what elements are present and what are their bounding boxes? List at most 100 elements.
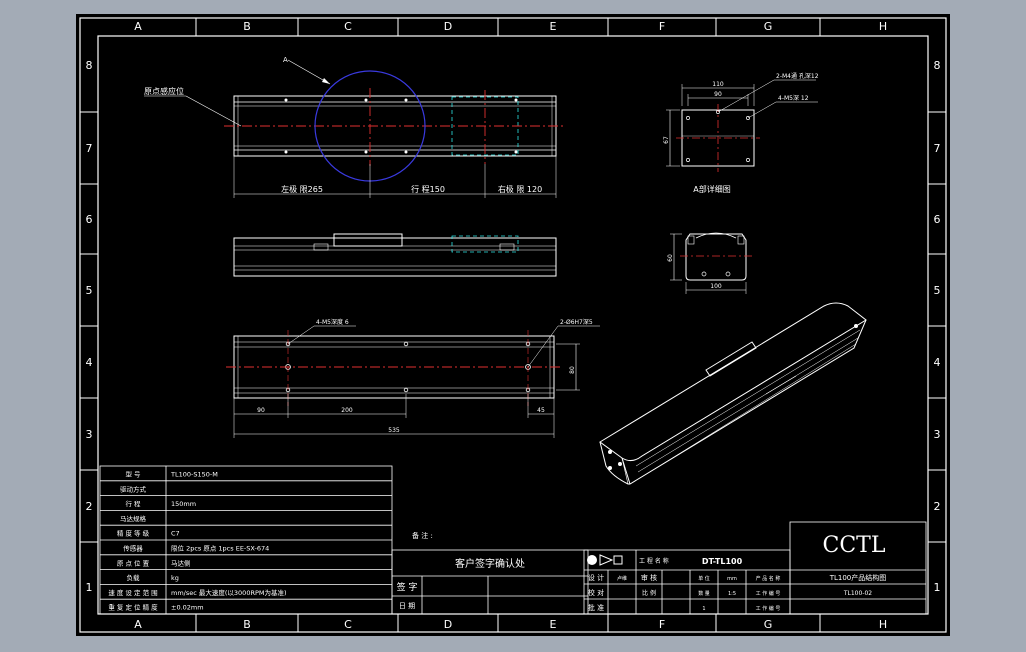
hole-note-left: 4-M5深度 6 <box>316 318 349 326</box>
grid-row-label: 5 <box>86 284 93 297</box>
grid-row-label: 7 <box>934 142 941 155</box>
hole-note-right: 2-Ø6H7深5 <box>560 318 593 326</box>
spec-row-label: 精 度 等 级 <box>117 529 150 538</box>
detail-a-view: 110 90 67 2-M4通 孔深12 4-M5深 12 A部详细图 <box>663 72 819 194</box>
isometric-view <box>599 302 867 485</box>
spec-row-label: 行 程 <box>125 499 141 508</box>
spec-row-label: 原 点 位 置 <box>117 558 150 567</box>
spec-row-value: 限位 2pcs 原点 1pcs EE-SX-674 <box>171 544 269 553</box>
outer-border <box>79 17 947 633</box>
tb-unit: mm <box>727 576 737 582</box>
grid-row-label: 3 <box>86 428 93 441</box>
detail-hole-note-2: 4-M5深 12 <box>778 94 809 102</box>
end-dim-height: 60 <box>667 254 674 262</box>
grid-row-label: 8 <box>934 59 941 72</box>
grid-row-label: 4 <box>86 356 93 369</box>
dim-bottom-pitch: 200 <box>341 407 353 414</box>
detail-dim-height: 67 <box>663 136 670 144</box>
grid-ticks <box>80 18 946 632</box>
grid-column-label: D <box>444 618 452 631</box>
origin-sensor-label: 原点感应位 <box>144 86 184 96</box>
grid-row-label: 2 <box>934 500 941 513</box>
spec-row-label: 传感器 <box>123 544 143 553</box>
spec-row-label: 驱动方式 <box>120 484 147 493</box>
grid-column-label: A <box>134 20 142 33</box>
tb-drawing-no: TL100-02 <box>843 590 872 597</box>
grid-column-label: A <box>134 618 142 631</box>
grid-column-label: H <box>879 20 887 33</box>
tb-drawn-by: 卢维 <box>617 575 627 582</box>
confirm-block <box>391 549 589 615</box>
grid-row-label: 5 <box>934 284 941 297</box>
tb-product-name: TL100产品结构图 <box>829 573 887 582</box>
tb-scale-label: 比 例 <box>642 589 656 597</box>
dim-bottom-height: 80 <box>569 366 576 374</box>
project-name: DT-TL100 <box>702 557 743 566</box>
grid-column-label: G <box>764 618 773 631</box>
title-block <box>583 521 927 615</box>
spec-row-value: mm/sec 最大速度(以3000RPM为基准) <box>171 588 287 597</box>
end-dim-width: 100 <box>710 283 722 290</box>
tb-check-label: 校 对 <box>588 588 604 597</box>
spec-row-label: 重 复 定 位 精 度 <box>108 603 158 612</box>
tb-approve-label: 批 准 <box>588 603 604 612</box>
confirm-title: 客户签字确认处 <box>455 557 525 570</box>
grid-column-label: E <box>550 618 557 631</box>
tb-qty: 1 <box>702 606 705 612</box>
notes-label: 备 注 : <box>412 531 433 540</box>
end-view: 100 60 <box>667 232 752 294</box>
detail-caption: A部详细图 <box>693 184 730 194</box>
tb-drawing-no-label: 工 作 编 号 <box>756 590 781 597</box>
detail-hole-note-1: 2-M4通 孔深12 <box>776 72 819 80</box>
inner-border <box>97 35 929 615</box>
grid-column-label: C <box>344 618 352 631</box>
grid-column-label: D <box>444 20 452 33</box>
grid-column-label: F <box>659 20 665 33</box>
tb-unit-label: 单 位 <box>698 575 710 582</box>
spec-row-value: TL100-S150-M <box>170 471 218 479</box>
grid-column-label: E <box>550 20 557 33</box>
grid-row-label: 1 <box>934 581 941 594</box>
grid-row-label: 7 <box>86 142 93 155</box>
grid-row-label: 4 <box>934 356 941 369</box>
grid-column-label: C <box>344 20 352 33</box>
tb-review-label: 审 核 <box>641 573 657 582</box>
side-view <box>233 233 557 277</box>
spec-row-label: 负载 <box>127 573 141 582</box>
project-label: 工 程 名 称 <box>639 557 669 565</box>
dim-bottom-right: 45 <box>537 407 545 414</box>
dim-bottom-left: 90 <box>257 407 265 414</box>
grid-row-label: 3 <box>934 428 941 441</box>
signature-label: 签 字 <box>397 581 418 593</box>
dim-left-stroke-limit: 左极 限265 <box>281 184 323 194</box>
detail-callout-letter: A <box>283 56 288 64</box>
grid-column-label: B <box>243 20 251 33</box>
dim-bottom-total: 535 <box>388 427 400 434</box>
spec-row-value: ±0.02mm <box>171 604 204 612</box>
spec-row-label: 型 号 <box>125 470 141 479</box>
grid-column-label: H <box>879 618 887 631</box>
spec-row-label: 速 度 设 定 范 围 <box>108 588 157 597</box>
grid-row-label: 6 <box>86 213 93 226</box>
spec-row-value: 150mm <box>171 500 196 508</box>
company-logo-icon <box>587 554 623 566</box>
dim-stroke: 行 程150 <box>411 184 445 194</box>
grid-column-label: G <box>764 20 773 33</box>
grid-column-label: F <box>659 618 665 631</box>
company-name: CCTL <box>823 533 886 558</box>
tb-qty-label: 数 量 <box>698 590 710 597</box>
spec-row-value: 马达侧 <box>171 558 191 567</box>
grid-column-label: B <box>243 618 251 631</box>
spec-row-value: C7 <box>171 530 180 538</box>
grid-row-label: 2 <box>86 500 93 513</box>
dim-right-stroke-limit: 右极 限 120 <box>498 184 542 194</box>
detail-dim-inner: 90 <box>714 91 722 98</box>
grid-row-label: 8 <box>86 59 93 72</box>
bottom-view: 4-M5深度 6 2-Ø6H7深5 80 90 200 45 535 <box>226 318 600 438</box>
tb-scale: 1:5 <box>728 591 736 597</box>
tb-drawn-label: 设 计 <box>588 573 604 582</box>
